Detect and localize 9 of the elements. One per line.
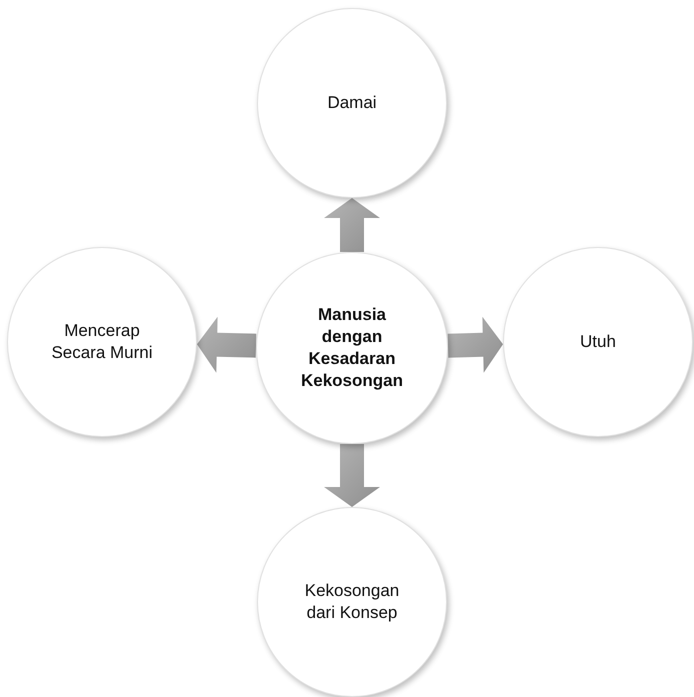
node-label: Mencerap Secara Murni [50, 320, 154, 364]
block-arrow [324, 444, 380, 507]
node-label: Damai [327, 92, 377, 114]
block-arrow [448, 316, 503, 373]
block-arrow [197, 316, 256, 373]
node-label: Kekosongan dari Konsep [304, 580, 400, 624]
node-label: Manusia dengan Kesadaran Kekosongan [300, 304, 404, 392]
block-arrow [324, 198, 380, 252]
node-label: Utuh [580, 330, 616, 353]
